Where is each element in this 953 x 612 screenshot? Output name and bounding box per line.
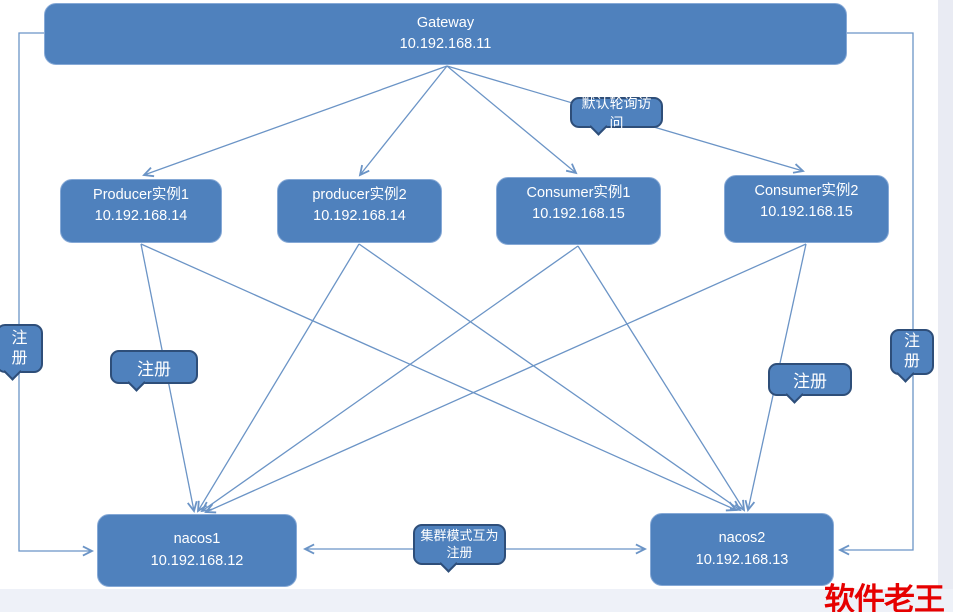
node-producer2-name: producer实例2 [312,187,407,203]
node-gateway: Gateway 10.192.168.11 [44,3,847,65]
node-consumer1: Consumer实例1 10.192.168.15 [496,177,661,245]
callout-register-right-text: 注册 [793,372,827,391]
node-gateway-ip: 10.192.168.11 [399,36,492,52]
node-gateway-name: Gateway [416,14,475,31]
node-nacos2: nacos2 10.192.168.13 [650,513,834,586]
node-producer2-ip: 10.192.168.14 [313,208,406,225]
callout-register-right: 注册 [768,363,852,404]
node-consumer1-ip: 10.192.168.15 [532,206,625,223]
node-producer1-name: Producer实例1 [93,187,189,203]
node-nacos1-ip: 10.192.168.12 [150,552,244,569]
bottom-margin-strip [0,589,953,612]
node-producer1: Producer实例1 10.192.168.14 [60,179,222,243]
callout-register-left: 注册 [110,350,198,392]
node-consumer2: Consumer实例2 10.192.168.15 [724,175,889,243]
node-consumer2-name: Consumer实例2 [754,183,859,199]
node-nacos2-ip: 10.192.168.13 [695,551,789,568]
callout-register-left-text: 注册 [137,359,171,379]
node-consumer2-ip: 10.192.168.15 [760,204,853,221]
callout-cluster-mode-text: 集群模式互为注册 [420,527,499,560]
callout-round-robin-text: 默认轮询访问 [581,94,652,131]
callout-cluster-mode: 集群模式互为注册 [413,524,506,573]
callout-round-robin: 默认轮询访问 [570,95,663,136]
callout-register-right-vertical-text: 注册 [903,333,920,370]
right-margin-strip [938,0,953,612]
callout-register-left-vertical-text: 注册 [11,329,28,367]
watermark-text: 软件老王 [824,582,945,612]
node-consumer1-name: Consumer实例1 [526,185,631,201]
node-producer2: producer实例2 10.192.168.14 [277,179,442,243]
callout-register-right-vertical: 注册 [890,329,934,383]
node-nacos1: nacos1 10.192.168.12 [97,514,297,587]
node-nacos1-name: nacos1 [173,531,221,548]
callout-register-left-vertical: 注册 [0,324,43,381]
node-nacos2-name: nacos2 [718,530,766,547]
node-producer1-ip: 10.192.168.14 [94,208,188,225]
